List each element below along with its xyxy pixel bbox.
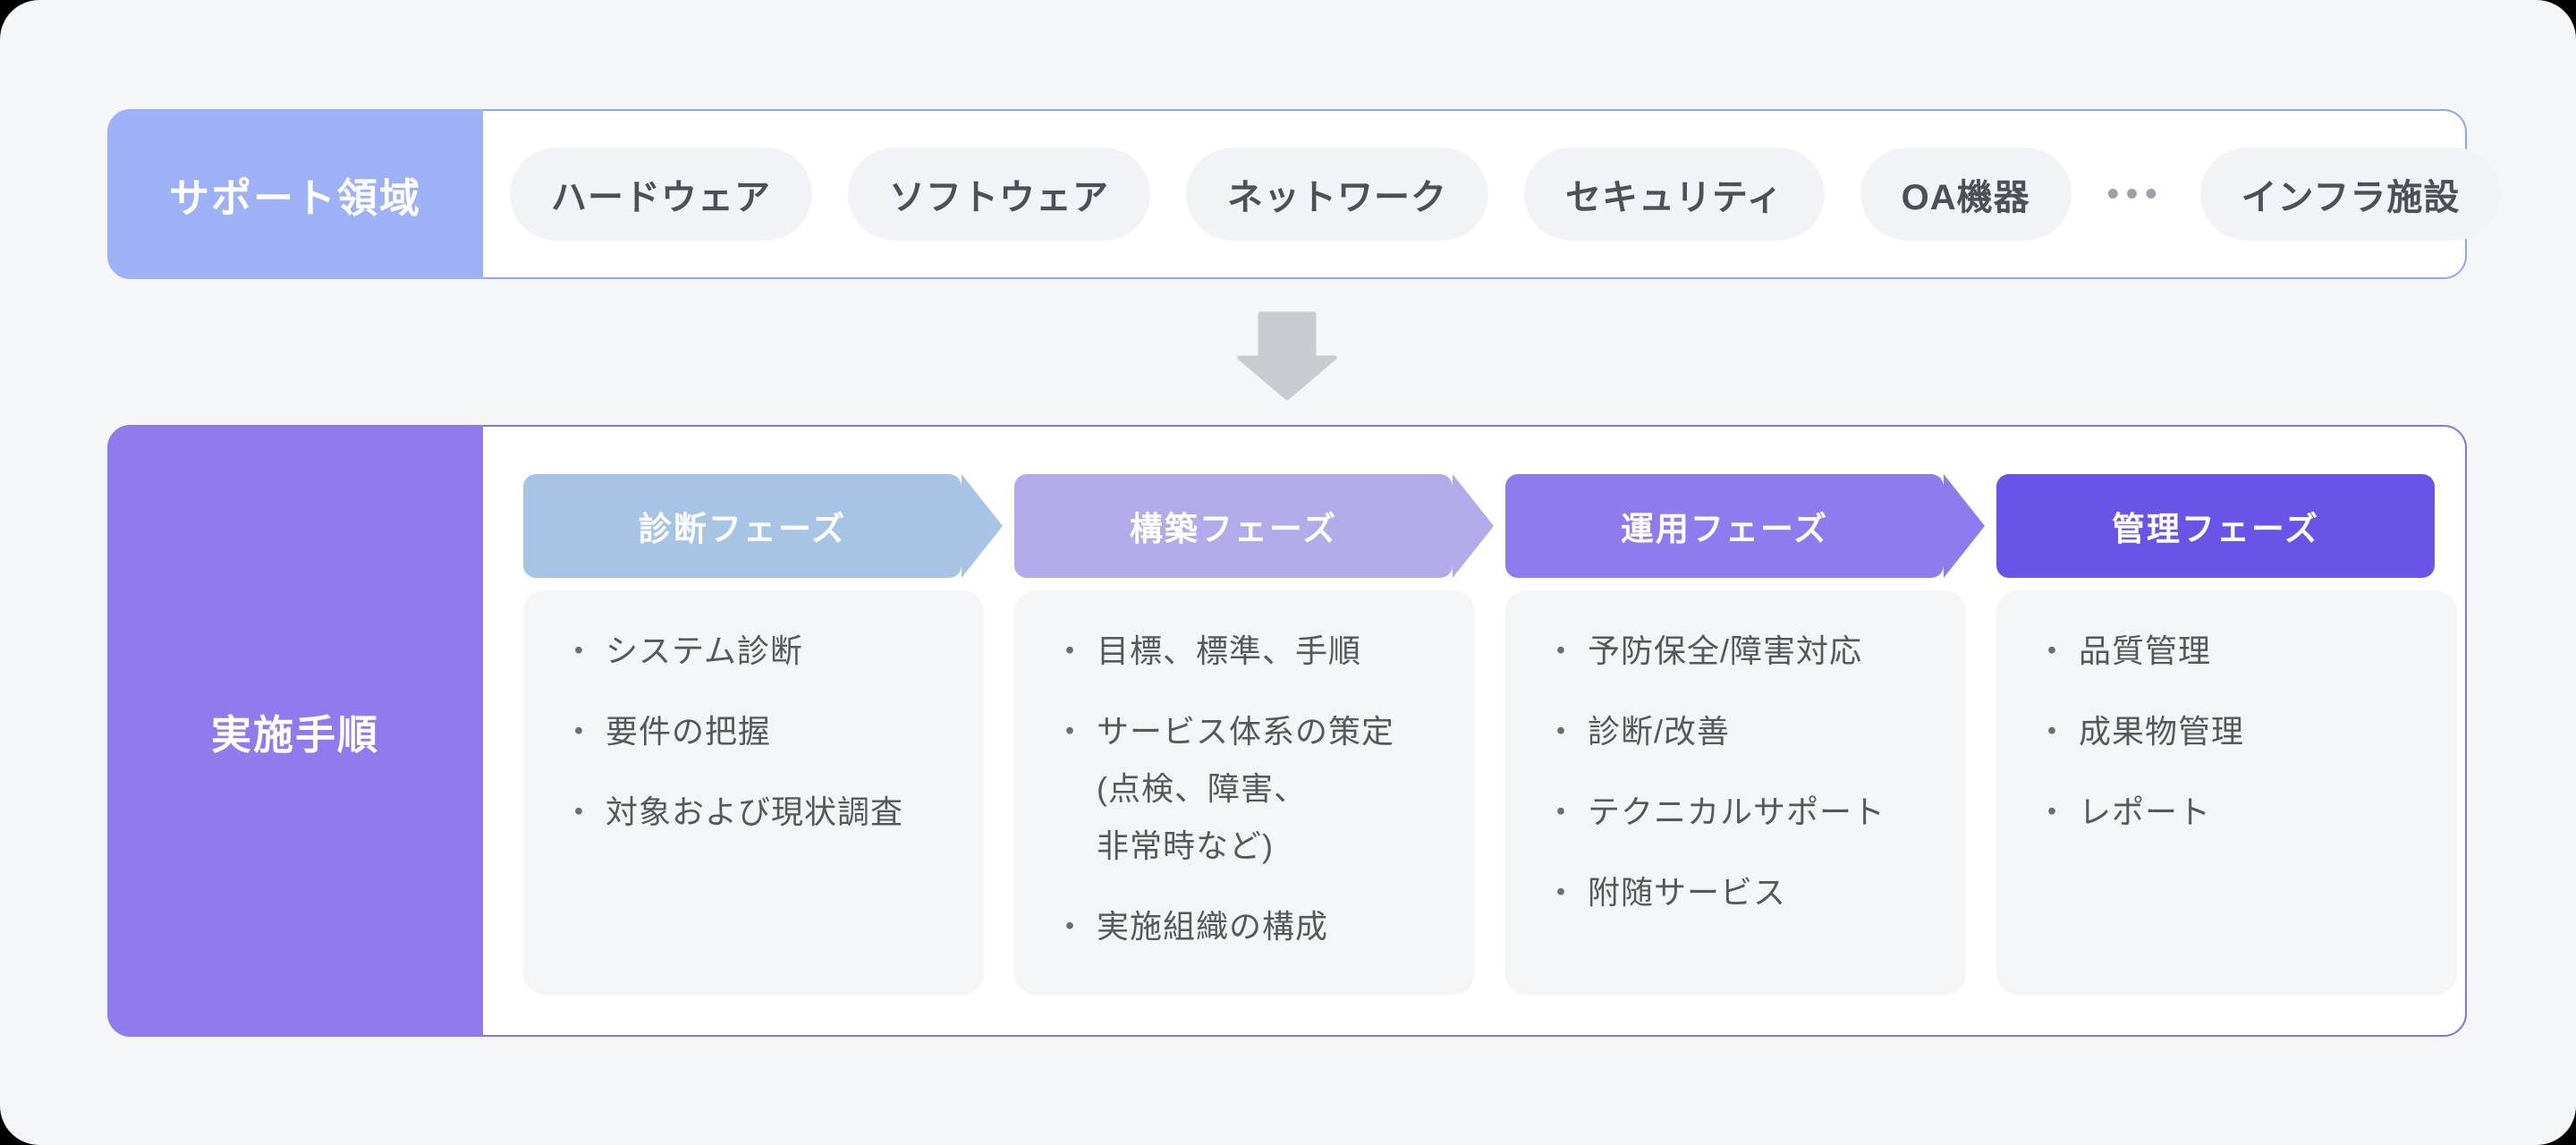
phase-column: 診断フェーズ・システム診断・要件の把握・対象および現状調査 xyxy=(523,474,984,995)
phase-list-item: ・レポート xyxy=(2036,784,2436,841)
phase-item-text: システム診断 xyxy=(606,632,803,669)
support-area-pill: ソフトウェア xyxy=(848,148,1150,241)
phase-item-text: 品質管理 xyxy=(2079,632,2212,669)
phase-item-text: 診断/改善 xyxy=(1588,713,1731,750)
phase-card: ・予防保全/障害対応・診断/改善・テクニカルサポート・附随サービス xyxy=(1505,590,1966,995)
bullet-icon: ・ xyxy=(1545,874,1578,911)
bullet-icon: ・ xyxy=(563,793,596,830)
phase-list-item: ・システム診断 xyxy=(563,623,962,680)
bullet-icon: ・ xyxy=(2036,632,2069,669)
phase-list-item: ・対象および現状調査 xyxy=(563,784,962,841)
phase-list-item: ・附随サービス xyxy=(1545,864,1945,921)
phase-card: ・システム診断・要件の把握・対象および現状調査 xyxy=(523,590,984,995)
support-pill-list: ハードウェアソフトウェアネットワークセキュリティ OA機器 ••• インフラ施設 xyxy=(483,148,2502,241)
phase-item-text: レポート xyxy=(2079,793,2212,830)
bullet-icon: ・ xyxy=(563,713,596,750)
bullet-icon: ・ xyxy=(1545,632,1578,669)
phase-columns: 診断フェーズ・システム診断・要件の把握・対象および現状調査構築フェーズ・目標、標… xyxy=(523,474,2457,995)
ellipsis-dots: ••• xyxy=(2106,175,2165,213)
bullet-icon: ・ xyxy=(1054,713,1087,750)
phase-item-text: 目標、標準、手順 xyxy=(1097,632,1362,669)
support-area-pill: インフラ施設 xyxy=(2199,148,2502,241)
phase-card: ・目標、標準、手順・サービス体系の策定 (点検、障害、 非常時など)・実施組織の… xyxy=(1014,590,1475,995)
phase-list-item: ・サービス体系の策定 (点検、障害、 非常時など) xyxy=(1054,703,1453,875)
phase-column: 管理フェーズ・品質管理・成果物管理・レポート xyxy=(1996,474,2457,995)
support-area-pill: OA機器 xyxy=(1860,148,2072,241)
procedure-label: 実施手順 xyxy=(107,425,483,1037)
support-area-pill: ネットワーク xyxy=(1186,148,1488,241)
phase-item-text: 対象および現状調査 xyxy=(606,793,904,830)
phase-item-text: 附随サービス xyxy=(1588,874,1787,911)
phase-list-item: ・品質管理 xyxy=(2036,623,2436,680)
support-area-band: サポート領域 ハードウェアソフトウェアネットワークセキュリティ OA機器 ••• イン… xyxy=(107,109,2502,279)
phase-column: 構築フェーズ・目標、標準、手順・サービス体系の策定 (点検、障害、 非常時など)… xyxy=(1014,474,1475,995)
bullet-icon: ・ xyxy=(1545,713,1578,750)
bullet-icon: ・ xyxy=(1545,793,1578,830)
bullet-icon: ・ xyxy=(1054,908,1087,945)
bullet-icon: ・ xyxy=(2036,793,2069,830)
phase-item-text: 実施組織の構成 xyxy=(1097,908,1329,945)
phase-item-text: 成果物管理 xyxy=(2079,713,2245,750)
bullet-icon: ・ xyxy=(2036,713,2069,750)
phase-item-text: テクニカルサポート xyxy=(1588,793,1886,830)
support-area-pill: セキュリティ xyxy=(1524,148,1825,241)
phase-card: ・品質管理・成果物管理・レポート xyxy=(1996,590,2457,995)
phase-list-item: ・目標、標準、手順 xyxy=(1054,623,1453,680)
phase-list-item: ・テクニカルサポート xyxy=(1545,784,1945,841)
phase-item-text: サービス体系の策定 (点検、障害、 非常時など) xyxy=(1097,713,1395,864)
bullet-icon: ・ xyxy=(563,632,596,669)
phase-list-item: ・予防保全/障害対応 xyxy=(1545,623,1945,680)
down-arrow-icon xyxy=(1237,311,1337,401)
phase-header: 管理フェーズ xyxy=(1996,474,2435,578)
procedure-band: 実施手順 診断フェーズ・システム診断・要件の把握・対象および現状調査構築フェーズ… xyxy=(107,425,2467,1037)
phase-header: 診断フェーズ xyxy=(523,474,962,578)
phase-list-item: ・成果物管理 xyxy=(2036,703,2436,760)
phase-list-item: ・診断/改善 xyxy=(1545,703,1945,760)
phase-header: 運用フェーズ xyxy=(1505,474,1944,578)
bullet-icon: ・ xyxy=(1054,632,1087,669)
phase-item-text: 要件の把握 xyxy=(606,713,772,750)
support-area-label: サポート領域 xyxy=(107,109,483,279)
support-area-pill: ハードウェア xyxy=(510,148,812,241)
phase-list-item: ・実施組織の構成 xyxy=(1054,898,1453,955)
phase-item-text: 予防保全/障害対応 xyxy=(1588,632,1863,669)
phase-list-item: ・要件の把握 xyxy=(563,703,962,760)
phase-header: 構築フェーズ xyxy=(1014,474,1453,578)
phase-column: 運用フェーズ・予防保全/障害対応・診断/改善・テクニカルサポート・附随サービス xyxy=(1505,474,1966,995)
